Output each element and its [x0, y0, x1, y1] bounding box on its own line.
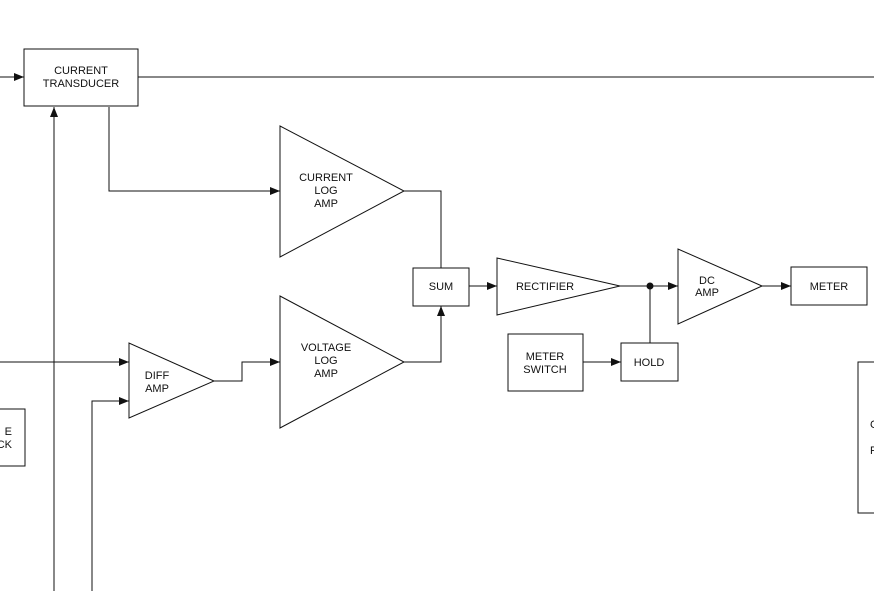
current-log-amp-label-line1: CURRENT — [299, 172, 353, 184]
diff-amp-triangle — [128, 342, 216, 419]
left-partial-label-line1: E — [5, 426, 12, 438]
current-log-amp-to-sum-line — [404, 190, 442, 268]
left-partial-block: E CK — [0, 408, 26, 467]
voltage-log-amp-to-sum-line — [404, 306, 445, 363]
left-partial-label-line2: CK — [0, 439, 13, 451]
hold-block: HOLD — [620, 342, 679, 382]
meter-block: METER — [790, 266, 868, 306]
current-transducer-label-line2: TRANSDUCER — [43, 78, 119, 90]
sum-label: SUM — [429, 281, 453, 293]
current-log-amp-label-line2: LOG — [314, 185, 337, 197]
voltage-log-amp-triangle — [279, 295, 406, 429]
voltage-log-amp-label-line2: LOG — [314, 355, 337, 367]
hold-box — [620, 342, 679, 382]
right-partial-label-line2: F — [870, 445, 874, 457]
voltage-log-amp-label-line1: VOLTAGE — [301, 342, 351, 354]
meter-switch-label-line1: METER — [526, 351, 565, 363]
dc-amp-triangle — [677, 248, 764, 325]
voltage-log-amp-label-line3: AMP — [314, 368, 338, 380]
junction-dot — [646, 282, 654, 290]
meter-switch-box — [507, 333, 584, 392]
diff-amp-label-line2: AMP — [145, 383, 169, 395]
hold-label: HOLD — [634, 357, 665, 369]
dc-amp-label-line1: DC — [699, 275, 715, 287]
meter-box — [790, 266, 868, 306]
sum-block: SUM — [412, 267, 470, 307]
current-log-amp-block: CURRENT LOG AMP — [279, 125, 406, 258]
rectifier-block: RECTIFIER — [496, 257, 621, 316]
dc-amp-block: DC AMP — [677, 248, 764, 325]
transducer-to-current-log-amp-line — [108, 107, 280, 195]
right-partial-box — [857, 361, 874, 514]
diff-amp-label-line1: DIFF — [145, 370, 170, 382]
diff-amp-block: DIFF AMP — [128, 342, 216, 419]
connections — [0, 73, 874, 591]
current-log-amp-triangle — [279, 125, 406, 258]
meter-switch-block: METER SWITCH — [507, 333, 584, 392]
voltage-log-amp-block: VOLTAGE LOG AMP — [279, 295, 406, 429]
current-transducer-block: CURRENT TRANSDUCER — [23, 48, 139, 107]
left-partial-box — [0, 408, 26, 467]
right-partial-block: C F — [857, 361, 874, 514]
meter-switch-label-line2: SWITCH — [523, 364, 566, 376]
diff-amp-to-voltage-log-amp-line — [214, 358, 280, 382]
rectifier-label: RECTIFIER — [516, 281, 574, 293]
current-transducer-label-line1: CURRENT — [54, 65, 108, 77]
meter-label: METER — [810, 281, 849, 293]
feedback-to-diff-amp-line — [91, 397, 129, 591]
right-partial-label-line1: C — [870, 419, 874, 431]
dc-amp-label-line2: AMP — [695, 287, 719, 299]
current-log-amp-label-line3: AMP — [314, 198, 338, 210]
sum-box — [412, 267, 470, 307]
rectifier-shape — [496, 257, 621, 316]
current-transducer-box — [23, 48, 139, 107]
